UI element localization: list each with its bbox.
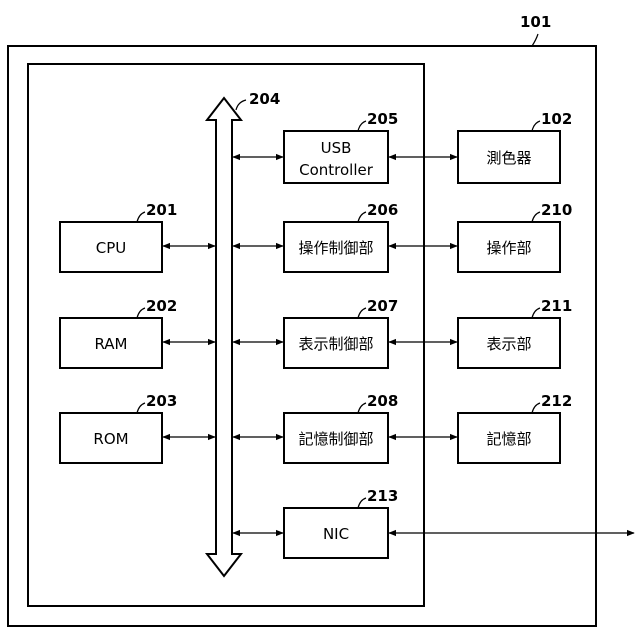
colorimeter-label: 測色器 [486, 149, 531, 167]
op-ctrl-leader [358, 212, 366, 222]
usb-label-line2: Controller [299, 161, 374, 179]
nic-ref: 213 [367, 487, 398, 505]
op-unit-leader [532, 212, 540, 222]
op-unit-label: 操作部 [486, 239, 531, 257]
mem-ctrl-label: 記憶制御部 [298, 430, 373, 448]
colorimeter-ref: 102 [541, 110, 572, 128]
bus-leader [236, 100, 246, 110]
op-ctrl-ref: 206 [367, 201, 398, 219]
usb-label-line1: USB [321, 139, 352, 157]
ram-ref: 202 [146, 297, 177, 315]
cpu-leader [137, 212, 145, 222]
disp-unit-label: 表示部 [486, 335, 531, 353]
device-ref: 101 [520, 13, 551, 31]
nic-label: NIC [323, 525, 349, 543]
nic-leader [358, 498, 366, 508]
disp-unit-leader [532, 308, 540, 318]
usb-ref: 205 [367, 110, 398, 128]
mem-unit-label: 記憶部 [486, 430, 531, 448]
mem-ctrl-leader [358, 403, 366, 413]
bus-ref: 204 [249, 90, 280, 108]
op-ctrl-label: 操作制御部 [298, 239, 373, 257]
system-bus-arrow [207, 98, 241, 576]
disp-unit-ref: 211 [541, 297, 572, 315]
cpu-ref: 201 [146, 201, 177, 219]
device-leader [532, 34, 538, 46]
disp-ctrl-leader [358, 308, 366, 318]
disp-ctrl-ref: 207 [367, 297, 398, 315]
ram-label: RAM [94, 335, 127, 353]
disp-ctrl-label: 表示制御部 [298, 335, 373, 353]
colorimeter-leader [532, 121, 540, 131]
usb-leader [358, 121, 366, 131]
cpu-label: CPU [96, 239, 127, 257]
ram-leader [137, 308, 145, 318]
rom-label: ROM [93, 430, 128, 448]
op-unit-ref: 210 [541, 201, 572, 219]
mem-unit-leader [532, 403, 540, 413]
mem-unit-ref: 212 [541, 392, 572, 410]
rom-ref: 203 [146, 392, 177, 410]
mem-ctrl-ref: 208 [367, 392, 398, 410]
rom-leader [137, 403, 145, 413]
